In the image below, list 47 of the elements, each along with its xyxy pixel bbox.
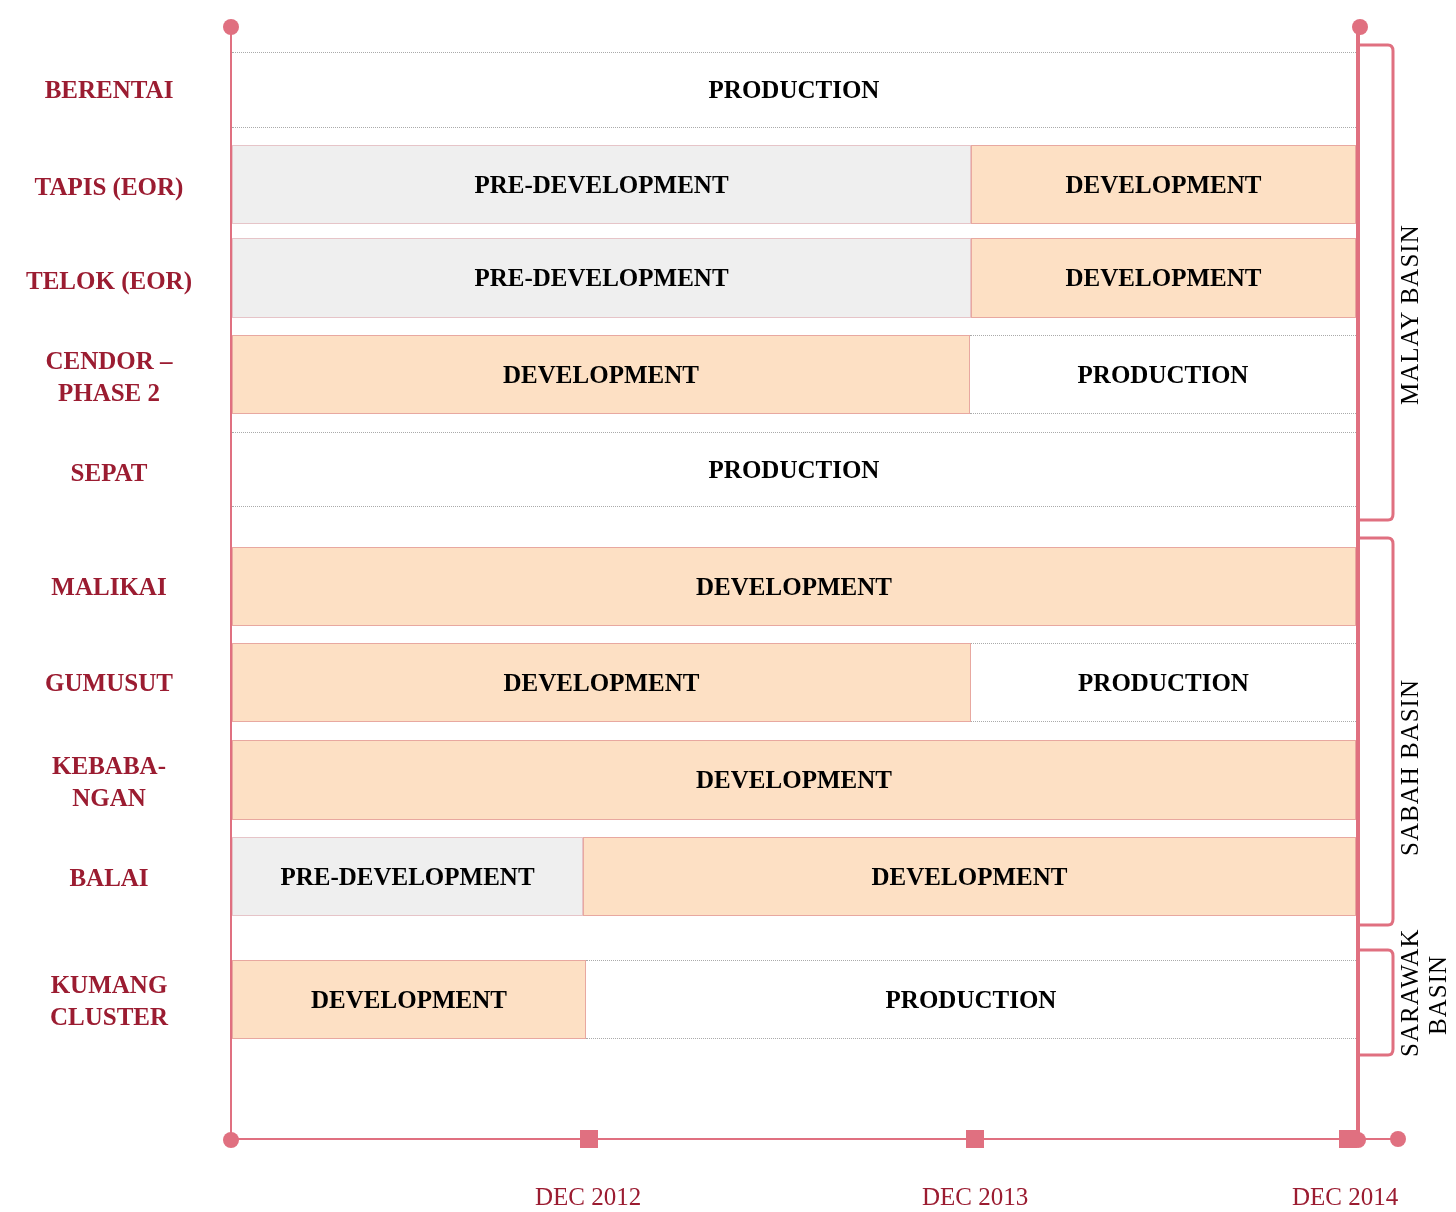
phase-label: DEVELOPMENT	[311, 985, 507, 1014]
phase-label: DEVELOPMENT	[1065, 170, 1262, 199]
field-name: BERENTAI	[43, 75, 175, 105]
development-bar	[971, 145, 1356, 224]
basin-label: MALAY BASIN	[1396, 223, 1424, 408]
field-name: GUMUSUT	[44, 668, 174, 698]
phase-label: PRE-DEVELOPMENT	[280, 862, 535, 891]
phase-label: DEVELOPMENT	[696, 766, 892, 794]
development-bar	[232, 643, 971, 722]
phase-label: DEVELOPMENT	[1065, 264, 1262, 292]
phase-label: DEVELOPMENT	[503, 668, 700, 697]
phase-label: DEVELOPMENT	[696, 572, 892, 601]
development-bar	[583, 837, 1356, 916]
field-name: CENDOR – PHASE 2	[44, 346, 174, 408]
production-bar	[232, 432, 1356, 507]
pre-development-bar	[232, 145, 971, 224]
production-bar	[586, 960, 1356, 1039]
field-name: TELOK (EOR)	[25, 266, 193, 297]
development-bar	[232, 547, 1356, 626]
field-name: KUMANG CLUSTER	[48, 970, 170, 1032]
phase-label: PRE-DEVELOPMENT	[474, 264, 729, 292]
development-bar	[232, 335, 970, 414]
phase-label: PRODUCTION	[1077, 360, 1249, 389]
phase-label: PRODUCTION	[885, 985, 1057, 1014]
axis-tick-label: DEC 2012	[534, 1183, 642, 1211]
pre-development-bar	[232, 837, 583, 916]
phase-label: PRODUCTION	[708, 455, 880, 484]
axis-tick-label: DEC 2014	[1291, 1183, 1399, 1211]
field-name: TAPIS (EOR)	[33, 172, 185, 203]
phase-label: DEVELOPMENT	[871, 862, 1068, 891]
development-bar	[232, 960, 586, 1039]
development-bar	[232, 740, 1356, 820]
production-bar	[970, 335, 1356, 414]
basin-label: SABAH BASIN	[1396, 678, 1424, 858]
field-name: BALAI	[68, 863, 150, 893]
axis-tick-label: DEC 2013	[921, 1183, 1029, 1211]
field-name: MALIKAI	[50, 572, 168, 602]
field-name: SEPAT	[69, 458, 149, 488]
production-bar	[971, 643, 1356, 722]
phase-label: PRODUCTION	[1078, 668, 1249, 697]
phase-label: DEVELOPMENT	[503, 360, 699, 389]
production-bar	[232, 52, 1356, 128]
phase-label: PRODUCTION	[708, 76, 880, 104]
phase-label: PRE-DEVELOPMENT	[474, 170, 729, 199]
development-bar	[971, 238, 1356, 318]
pre-development-bar	[232, 238, 971, 318]
field-name: KEBABA-NGAN	[51, 751, 167, 813]
